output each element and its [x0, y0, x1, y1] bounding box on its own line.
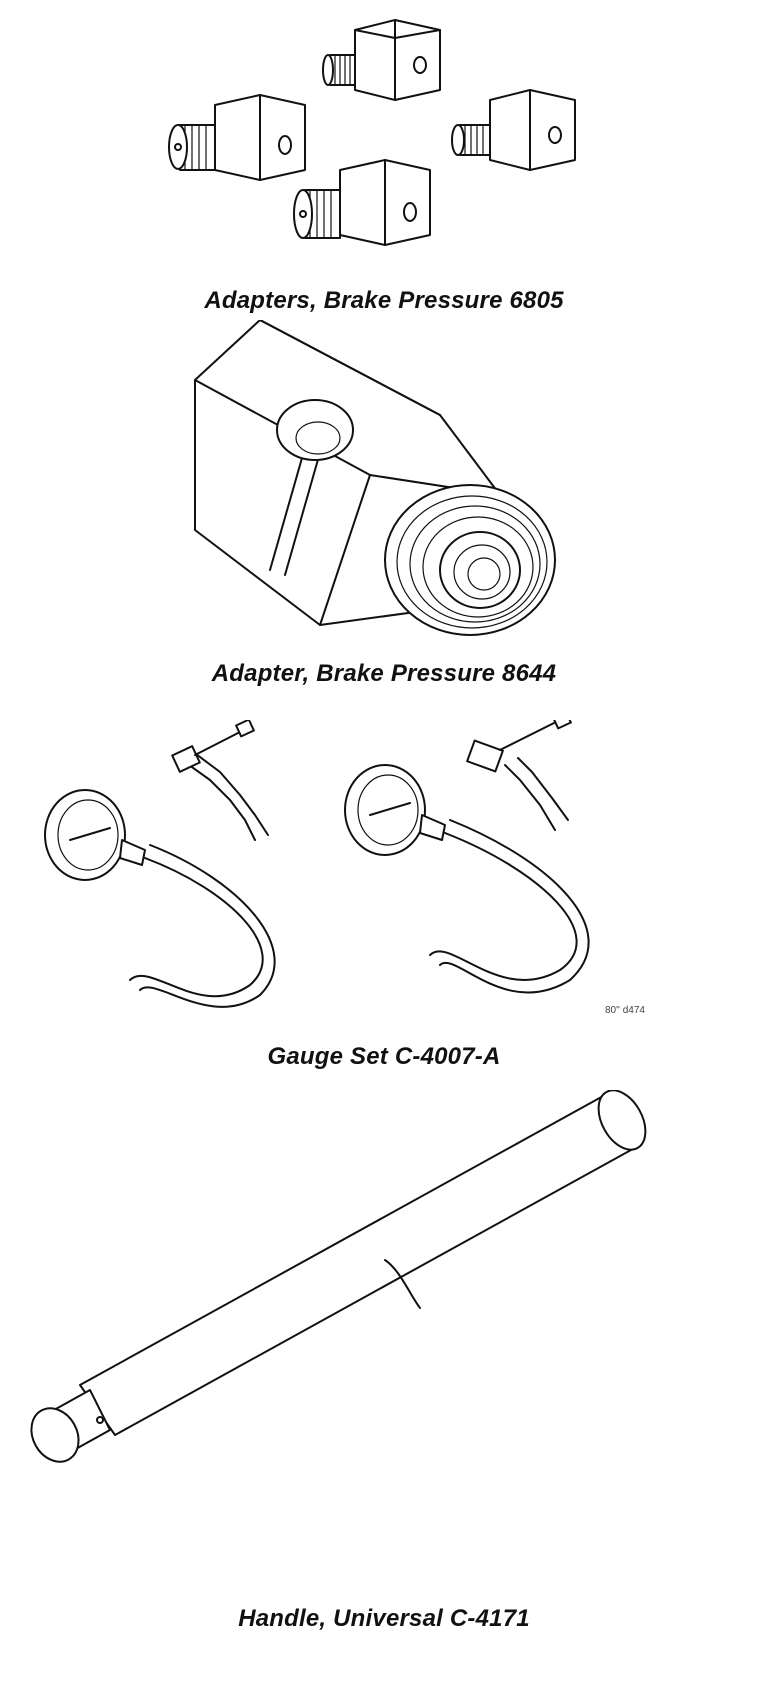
- adapters-6805-figure: Adapters, Brake Pressure 6805: [0, 0, 768, 314]
- adapter-8644-illustration: [194, 320, 556, 636]
- handle-illustration: [30, 1090, 647, 1463]
- adapter-right: [451, 89, 576, 171]
- adapter-left: [168, 94, 306, 181]
- adapter-bottom: [293, 159, 431, 246]
- figure-code: 80'' d474: [605, 1005, 645, 1016]
- gauge-set-caption: Gauge Set C-4007-A: [267, 1043, 501, 1070]
- gauge-right: [344, 720, 590, 994]
- adapters-6805-caption: Adapters, Brake Pressure 6805: [204, 287, 564, 314]
- adapter-8644-caption: Adapter, Brake Pressure 8644: [211, 660, 557, 687]
- gauge-set-figure: 80'' d474 Gauge Set C-4007-A: [0, 720, 768, 1080]
- gauge-left: [44, 720, 276, 1008]
- handle-figure: Handle, Universal C-4171: [0, 1090, 768, 1700]
- adapters-6805-illustration: [168, 19, 576, 246]
- handle-caption: Handle, Universal C-4171: [238, 1605, 530, 1632]
- adapter-8644-figure: Adapter, Brake Pressure 8644: [0, 320, 768, 740]
- adapter-top: [322, 19, 441, 101]
- gauge-set-illustration: [44, 720, 590, 1008]
